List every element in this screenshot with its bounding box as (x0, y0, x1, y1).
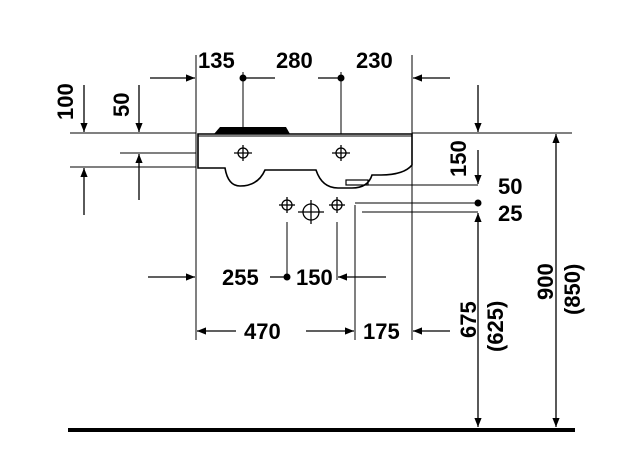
dim-850: (850) (560, 264, 585, 315)
dim-230: 230 (356, 48, 393, 73)
dim-100: 100 (53, 83, 78, 120)
supply-connection-left (279, 197, 295, 213)
dimension-dots (239, 74, 482, 281)
washbasin (197, 127, 413, 189)
waste-connection (298, 200, 324, 224)
dim-900: 900 (533, 263, 558, 300)
dim-625: (625) (483, 301, 508, 352)
dim-25: 25 (498, 201, 522, 226)
dim-135: 135 (198, 48, 235, 73)
dim-150-right: 150 (446, 140, 471, 177)
overflow-slot (345, 179, 369, 186)
floor-line (68, 428, 575, 432)
extension-lines (70, 55, 572, 340)
tap-deck (214, 127, 290, 134)
dimension-lines (80, 74, 560, 427)
dim-50-right: 50 (498, 174, 522, 199)
supply-connection-right (329, 197, 345, 213)
dim-175: 175 (363, 319, 400, 344)
dim-675: 675 (456, 301, 481, 338)
tap-hole-marker-left (234, 145, 252, 161)
dim-470: 470 (244, 319, 281, 344)
dim-50-left: 50 (109, 93, 134, 117)
dim-255: 255 (222, 265, 259, 290)
basin-body (197, 133, 413, 189)
dim-150-waste: 150 (296, 265, 333, 290)
tap-hole-marker-right (332, 145, 350, 161)
dim-280: 280 (276, 48, 313, 73)
